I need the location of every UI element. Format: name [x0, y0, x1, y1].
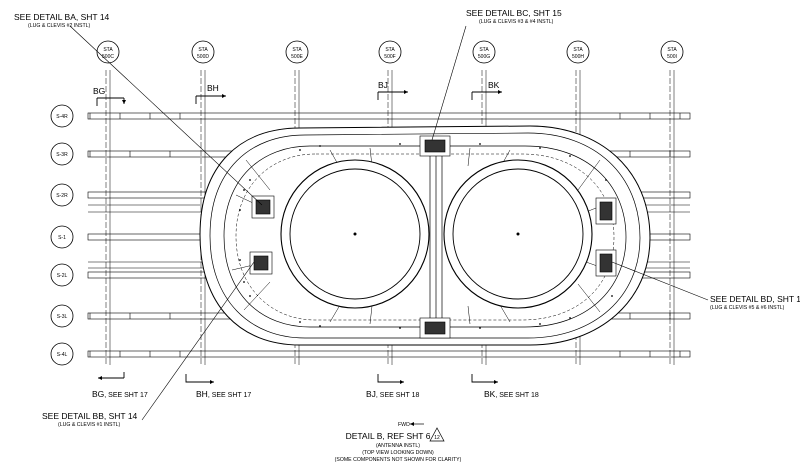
antenna-disc-left — [280, 159, 430, 309]
svg-text:500I: 500I — [667, 54, 677, 60]
section-label-bottom: BH, SEE SHT 17 — [196, 389, 251, 399]
svg-text:STA: STA — [479, 47, 489, 53]
lug-clevis-fittings — [249, 135, 617, 339]
fwd-arrow-icon — [410, 422, 414, 426]
section-label-top: BJ — [378, 80, 388, 90]
section-cuts-top — [96, 91, 502, 106]
station-balloon: STA 500E — [285, 40, 309, 64]
svg-text:(LUG & CLEVIS #5 & #6 INSTL): (LUG & CLEVIS #5 & #6 INSTL) — [710, 305, 785, 311]
station-balloon: STA 500I — [660, 40, 684, 64]
stringer-balloon: S-4R — [50, 104, 74, 128]
svg-text:500G: 500G — [478, 54, 490, 60]
callout-detail-bd: SEE DETAIL BD, SHT 16 (LUG & CLEVIS #5 &… — [710, 294, 800, 311]
section-cut-arrowheads-top — [122, 90, 502, 104]
svg-text:500H: 500H — [572, 54, 584, 60]
svg-text:(LUG & CLEVIS #2 INSTL): (LUG & CLEVIS #2 INSTL) — [28, 23, 91, 29]
fwd-label: FWD — [398, 422, 410, 428]
svg-text:SEE DETAIL BD, SHT 16: SEE DETAIL BD, SHT 16 — [710, 294, 800, 304]
callout-detail-bb: SEE DETAIL BB, SHT 14 (LUG & CLEVIS #1 I… — [42, 411, 138, 428]
svg-text:STA: STA — [573, 47, 583, 53]
svg-text:500D: 500D — [197, 54, 209, 60]
svg-text:500C: 500C — [102, 54, 114, 60]
station-balloon: STA 500D — [191, 40, 215, 64]
section-label-top: BK — [488, 80, 500, 90]
svg-text:BH, SEE SHT 17: BH, SEE SHT 17 — [196, 389, 251, 399]
svg-text:STA: STA — [667, 47, 677, 53]
station-balloon: STA 500F — [378, 40, 402, 64]
svg-text:BK, SEE SHT 18: BK, SEE SHT 18 — [484, 389, 539, 399]
svg-text:(LUG & CLEVIS #3 & #4 INSTL): (LUG & CLEVIS #3 & #4 INSTL) — [479, 19, 554, 25]
station-balloon: STA 500H — [566, 40, 590, 64]
svg-text:S-3R: S-3R — [56, 152, 68, 158]
stringer-balloon: S-3R — [50, 142, 74, 166]
svg-text:(LUG & CLEVIS #1 INSTL): (LUG & CLEVIS #1 INSTL) — [58, 422, 121, 428]
svg-text:(SOME COMPONENTS NOT SHOWN FOR: (SOME COMPONENTS NOT SHOWN FOR CLARITY) — [335, 457, 462, 463]
detail-title: DETAIL B, REF SHT 6 — [346, 431, 431, 441]
svg-text:S-2R: S-2R — [56, 193, 68, 199]
stringer-balloon: S-1 — [50, 225, 74, 249]
station-balloons: STA 500C STA 500D STA 500E STA 500F STA … — [96, 40, 684, 64]
leader-lines — [69, 25, 709, 421]
svg-text:500F: 500F — [384, 54, 395, 60]
svg-text:SEE DETAIL BC, SHT 15: SEE DETAIL BC, SHT 15 — [466, 8, 562, 18]
stringer-balloon: S-2R — [50, 183, 74, 207]
callout-detail-ba: SEE DETAIL BA, SHT 14 (LUG & CLEVIS #2 I… — [14, 12, 110, 29]
svg-text:STA: STA — [198, 47, 208, 53]
svg-text:STA: STA — [103, 47, 113, 53]
callout-detail-bc: SEE DETAIL BC, SHT 15 (LUG & CLEVIS #3 &… — [466, 8, 562, 25]
svg-text:BJ, SEE SHT 18: BJ, SEE SHT 18 — [366, 389, 419, 399]
svg-text:SEE DETAIL BB, SHT 14: SEE DETAIL BB, SHT 14 — [42, 411, 138, 421]
stringer-balloon: S-3L — [50, 304, 74, 328]
svg-text:500E: 500E — [291, 54, 303, 60]
section-label-bottom: BG, SEE SHT 17 — [92, 389, 148, 399]
svg-text:S-2L: S-2L — [57, 273, 68, 279]
section-cut-arrowheads-bottom — [98, 376, 498, 384]
section-cuts-bottom — [98, 372, 498, 383]
svg-text:STA: STA — [385, 47, 395, 53]
station-balloon: STA 500G — [472, 40, 496, 64]
section-label-top: BG — [93, 86, 105, 96]
section-label-bottom: BJ, SEE SHT 18 — [366, 389, 419, 399]
svg-text:SEE DETAIL BA, SHT 14: SEE DETAIL BA, SHT 14 — [14, 12, 110, 22]
station-balloon: STA 500C — [96, 40, 120, 64]
stringer-balloon: S-4L — [50, 342, 74, 366]
stringer-balloon: S-2L — [50, 263, 74, 287]
svg-text:STA: STA — [292, 47, 302, 53]
fastener-pattern — [239, 143, 613, 329]
revision-triangle-icon — [429, 427, 445, 442]
section-label-bottom: BK, SEE SHT 18 — [484, 389, 539, 399]
svg-text:S-4L: S-4L — [57, 352, 68, 358]
title-block: FWD DETAIL B, REF SHT 6 12 (ANTENNA INST… — [335, 422, 462, 463]
stringer-balloons: S-4R S-3R S-2R S-1 S-2L S-3L S-4L — [50, 104, 74, 366]
section-label-top: BH — [207, 83, 219, 93]
svg-text:S-4R: S-4R — [56, 114, 68, 120]
svg-text:(ANTENNA INSTL): (ANTENNA INSTL) — [376, 443, 420, 449]
svg-text:S-1: S-1 — [58, 235, 66, 241]
svg-text:S-3L: S-3L — [57, 314, 68, 320]
svg-text:BG, SEE SHT 17: BG, SEE SHT 17 — [92, 389, 148, 399]
center-beam — [429, 149, 443, 327]
svg-text:12: 12 — [434, 435, 440, 441]
svg-text:(TOP VIEW LOOKING DOWN): (TOP VIEW LOOKING DOWN) — [362, 450, 434, 456]
antenna-disc-right — [443, 159, 593, 309]
